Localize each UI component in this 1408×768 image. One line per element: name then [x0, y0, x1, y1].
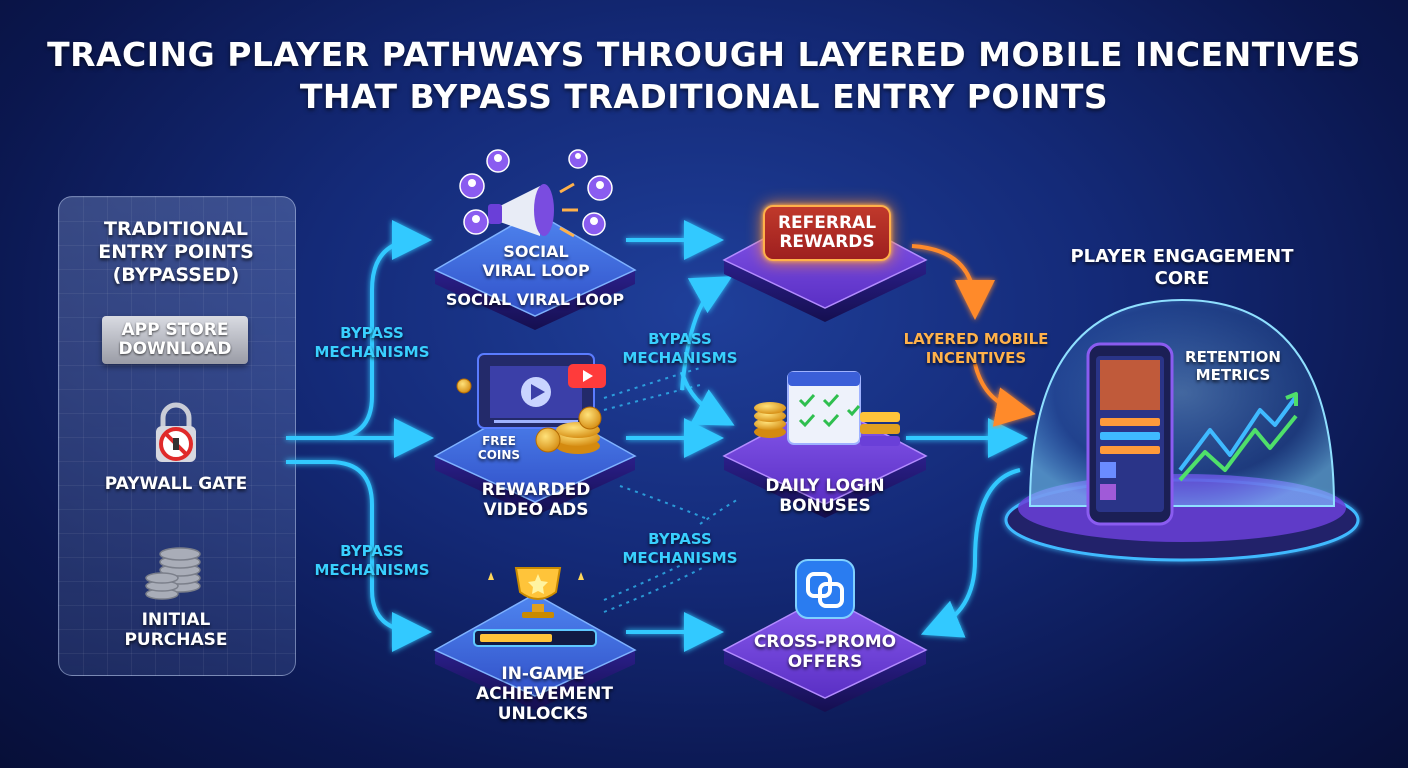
gold-coins-icon — [456, 378, 602, 454]
page-title-line-1: TRACING PLAYER PATHWAYS THROUGH LAYERED … — [47, 35, 1361, 74]
cross-promo-tile[interactable] — [722, 595, 928, 712]
dashed-flow-lines — [603, 367, 741, 613]
social-caption: SOCIAL VIRAL LOOP — [445, 290, 625, 309]
engagement-dome — [1004, 298, 1360, 562]
trophy-icon — [488, 567, 584, 618]
free-coins-label: FREE COINS — [477, 434, 521, 462]
bypass-flow-lines — [286, 220, 1028, 652]
engagement-core-heading: PLAYER ENGAGEMENT CORE — [1070, 246, 1294, 289]
coin-stacks-icon — [754, 402, 900, 446]
rewarded-video-label: REWARDED VIDEO ADS — [481, 480, 591, 520]
retention-metrics-label: RETENTION METRICS — [1185, 348, 1281, 384]
bypass-label-upper-middle: BYPASS MECHANISMS — [622, 330, 738, 367]
lock-icon — [156, 402, 196, 462]
smartphone-icon — [1086, 342, 1174, 526]
megaphone-icon — [488, 182, 578, 238]
user-avatar-icons — [459, 149, 613, 236]
user-avatar-heads — [468, 153, 604, 225]
initial-purchase-label: INITIAL PURCHASE — [124, 610, 228, 650]
bypass-label-upper-left: BYPASS MECHANISMS — [314, 324, 430, 361]
social-tile-label: SOCIAL VIRAL LOOP — [482, 242, 590, 280]
referral-rewards-badge[interactable]: REFERRAL REWARDS — [763, 205, 891, 261]
achievement-label: IN-GAME ACHIEVEMENT UNLOCKS — [476, 664, 613, 724]
social-viral-loop-tile[interactable] — [433, 211, 637, 330]
calendar-icon — [787, 371, 861, 445]
layered-incentives-label: LAYERED MOBILE INCENTIVES — [903, 330, 1049, 367]
bypass-label-lower-left: BYPASS MECHANISMS — [314, 542, 430, 579]
app-store-download-button[interactable]: APP STORE DOWNLOAD — [102, 316, 248, 364]
orange-incentive-flow — [911, 244, 1036, 427]
traditional-heading: TRADITIONAL ENTRY POINTS (BYPASSED) — [98, 218, 254, 286]
link-app-icon — [795, 559, 855, 619]
growth-chart-icon — [1178, 392, 1298, 482]
video-player-icon — [477, 353, 606, 429]
page-title-line-2: THAT BYPASS TRADITIONAL ENTRY POINTS — [299, 77, 1109, 116]
paywall-gate-label: PAYWALL GATE — [104, 474, 248, 494]
coin-stack-gray-icon — [145, 547, 201, 600]
rewarded-video-tile[interactable] — [433, 399, 637, 516]
cross-promo-label: CROSS-PROMO OFFERS — [753, 632, 897, 672]
daily-login-label: DAILY LOGIN BONUSES — [765, 476, 885, 516]
achievement-progress-bar — [473, 629, 597, 647]
bypass-label-lower-middle: BYPASS MECHANISMS — [622, 530, 738, 567]
